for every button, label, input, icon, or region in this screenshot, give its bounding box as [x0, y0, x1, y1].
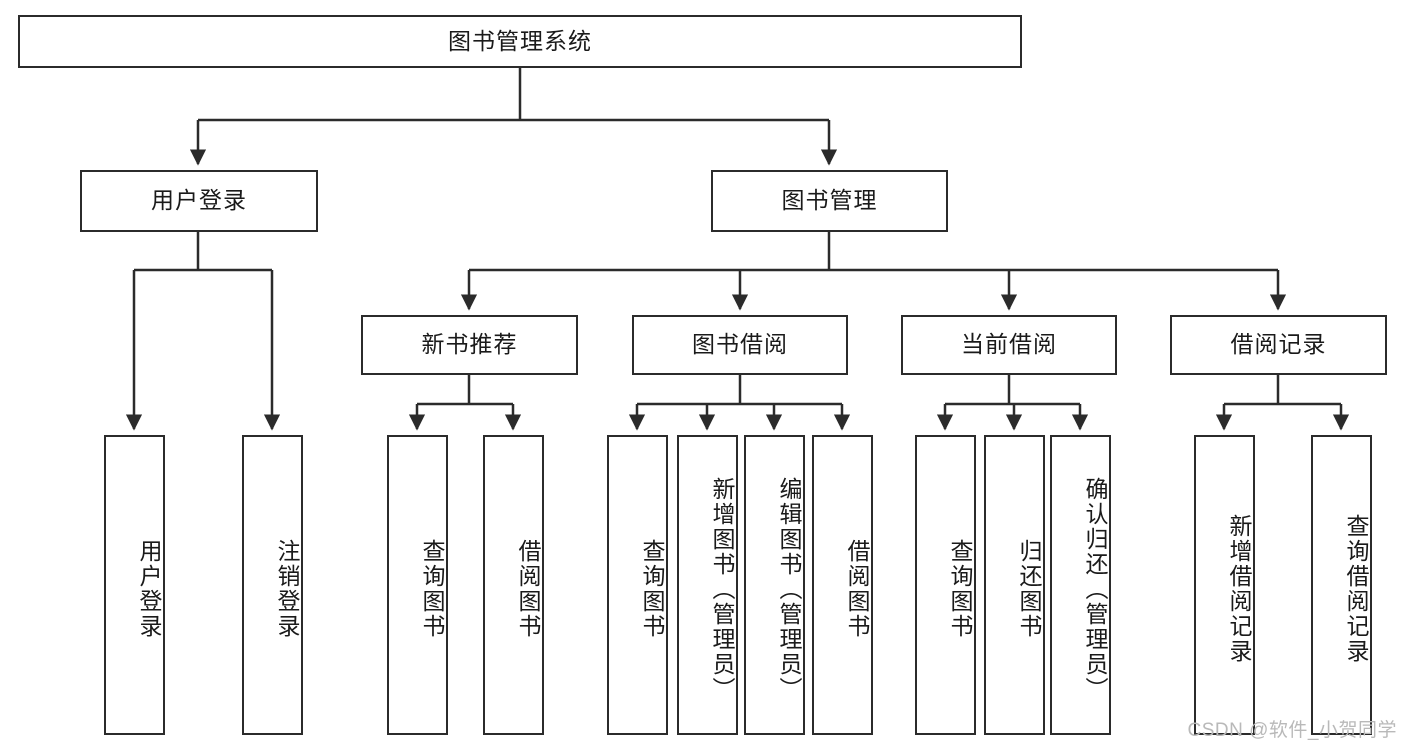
leaf-borrow-record-2[interactable]: 查询借阅记录 — [1311, 435, 1372, 735]
node-label: 归还图书 — [1016, 539, 1042, 639]
node-label: 注销登录 — [274, 539, 300, 639]
leaf-borrow-record-1[interactable]: 新增借阅记录 — [1194, 435, 1255, 735]
node-label: 新增借阅记录 — [1226, 514, 1252, 664]
csdn-watermark: CSDN @软件_小贺同学 — [1187, 720, 1397, 741]
node-label: 图书管理系统 — [448, 27, 592, 54]
node-label: 编辑图书（管理员） — [776, 476, 802, 702]
node-label: 查询图书 — [419, 539, 445, 639]
leaf-book-borrow-2[interactable]: 新增图书（管理员） — [677, 435, 738, 735]
node-book-borrow[interactable]: 图书借阅 — [632, 315, 848, 375]
node-borrow-record[interactable]: 借阅记录 — [1170, 315, 1387, 375]
node-new-book-recommend[interactable]: 新书推荐 — [361, 315, 578, 375]
leaf-book-borrow-4[interactable]: 借阅图书 — [812, 435, 873, 735]
leaf-current-borrow-1[interactable]: 查询图书 — [915, 435, 976, 735]
node-label: 借阅图书 — [844, 539, 870, 639]
node-label: 确认归还（管理员） — [1082, 476, 1108, 702]
leaf-current-borrow-2[interactable]: 归还图书 — [984, 435, 1045, 735]
node-label: 查询借阅记录 — [1343, 514, 1369, 664]
node-label: 当前借阅 — [961, 331, 1057, 358]
node-user-login[interactable]: 用户登录 — [80, 170, 318, 232]
leaf-user-login-2[interactable]: 注销登录 — [242, 435, 303, 735]
node-label: 新增图书（管理员） — [709, 476, 735, 702]
leaf-user-login-1[interactable]: 用户登录 — [104, 435, 165, 735]
node-current-borrow[interactable]: 当前借阅 — [901, 315, 1117, 375]
node-root-system[interactable]: 图书管理系统 — [18, 15, 1022, 68]
node-label: 查询图书 — [639, 539, 665, 639]
node-label: 图书借阅 — [692, 331, 788, 358]
node-label: 借阅图书 — [515, 539, 541, 639]
node-book-manage[interactable]: 图书管理 — [711, 170, 948, 232]
leaf-new-book-1[interactable]: 查询图书 — [387, 435, 448, 735]
node-label: 新书推荐 — [421, 331, 518, 358]
node-label: 图书管理 — [781, 187, 878, 214]
leaf-current-borrow-3[interactable]: 确认归还（管理员） — [1050, 435, 1111, 735]
leaf-book-borrow-1[interactable]: 查询图书 — [607, 435, 668, 735]
node-label: 用户登录 — [136, 539, 162, 639]
node-label: 借阅记录 — [1230, 331, 1327, 358]
node-label: 用户登录 — [151, 187, 247, 214]
leaf-new-book-2[interactable]: 借阅图书 — [483, 435, 544, 735]
leaf-book-borrow-3[interactable]: 编辑图书（管理员） — [744, 435, 805, 735]
node-label: 查询图书 — [947, 539, 973, 639]
